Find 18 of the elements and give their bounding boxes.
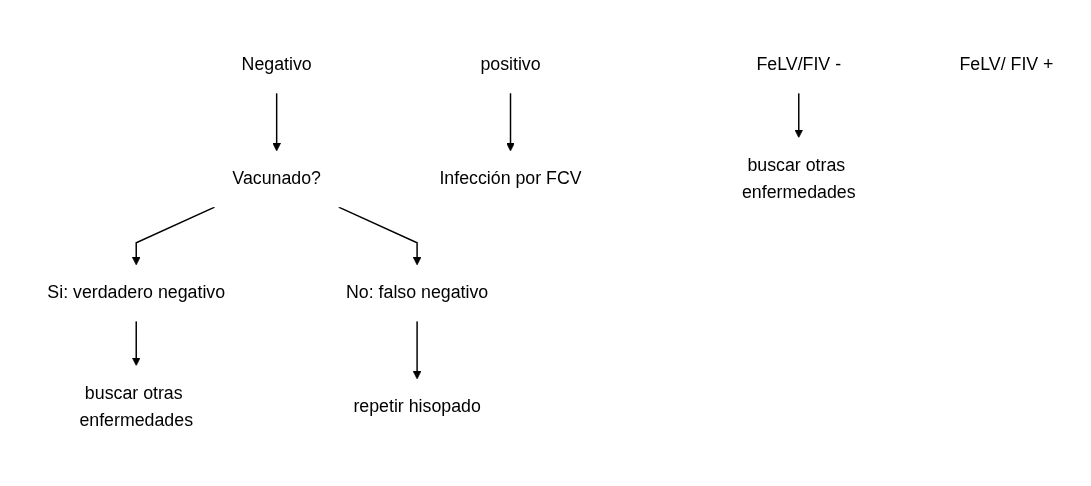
arrow xyxy=(412,320,422,380)
arrow xyxy=(794,92,804,139)
node-text: Negativo xyxy=(241,54,312,75)
node-text: buscar otras enfermedades xyxy=(79,383,194,431)
arrow xyxy=(338,206,422,266)
node-text: repetir hisopado xyxy=(353,396,481,417)
arrow xyxy=(272,92,281,152)
node-text: FeLV/ FIV + xyxy=(959,54,1054,75)
node-text: positivo xyxy=(480,54,541,75)
node-text: FeLV/FIV - xyxy=(756,54,842,75)
node-text: Infección por FCV xyxy=(439,168,582,189)
arrow xyxy=(131,206,216,266)
node-text: No: falso negativo xyxy=(345,282,489,303)
arrow xyxy=(131,320,141,367)
node-text: buscar otras enfermedades xyxy=(741,155,856,203)
node-text: Si: verdadero negativo xyxy=(47,282,226,303)
arrow xyxy=(506,92,515,152)
node-text: Vacunado? xyxy=(232,168,321,189)
